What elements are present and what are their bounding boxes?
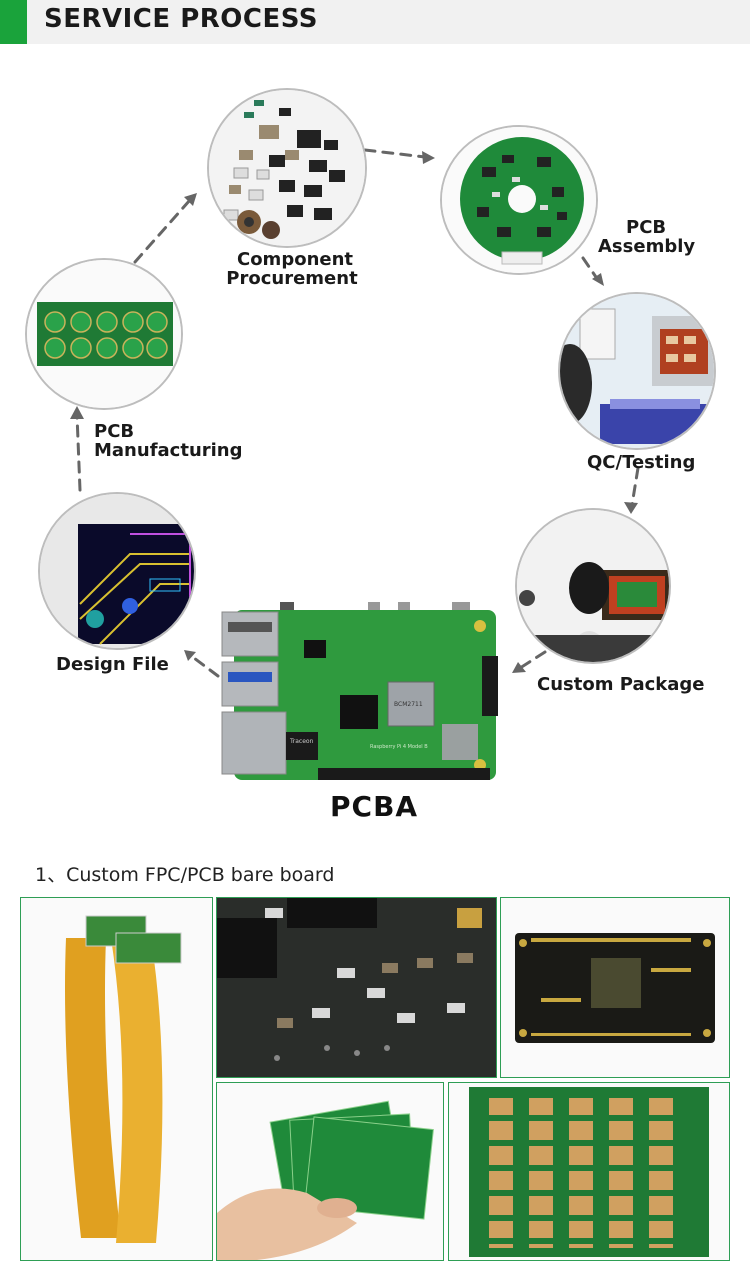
section-1-title: 1、Custom FPC/PCB bare board [35,864,335,886]
photo-black-pcb-closeup [216,897,497,1078]
arrowhead-manufacturing [70,406,84,419]
qc-testing-image [558,292,716,450]
process-arrows [70,148,640,678]
arrowhead-package [624,502,638,514]
arrowhead-pcba [512,662,526,673]
label-qc-testing: QC/Testing [587,452,696,473]
arrow-procurement-to-assembly [363,148,427,159]
custom-package-image [515,508,671,664]
arrowhead-design [184,650,196,661]
arrow-manufacturing-to-procurement [133,198,192,264]
label-pcb-assembly: PCB Assembly [598,217,696,257]
label-custom-package: Custom Package [537,674,705,695]
arrow-qc-to-package [630,466,640,507]
arrowhead-procurement [184,193,197,206]
board-model-text: Raspberry Pi 4 Model B [370,744,428,750]
arrow-assembly-to-qc [581,256,600,282]
arrow-design-to-manufacturing [75,413,82,492]
header-accent-bar [0,0,27,44]
photo-black-gold-pcb [500,897,730,1078]
component-procurement-image [207,88,367,248]
label-design-file: Design File [56,654,169,675]
pcb-manufacturing-image [25,258,183,410]
arrowhead-qc [592,273,604,286]
design-file-image [38,492,196,650]
arrow-package-to-pcba [518,650,547,670]
header-title: SERVICE PROCESS [44,4,318,34]
photo-green-panel-pcb [448,1082,730,1261]
label-component-procurement: Component Procurement [226,249,358,289]
soc-chip-text: BCM2711 [394,701,423,708]
section-header: SERVICE PROCESS [0,0,750,44]
arrowhead-assembly [422,151,435,164]
pcba-board-image: Traceon BCM2711 Raspberry Pi 4 Model B [220,600,502,785]
hdmi-chip-text: Traceon [289,738,314,745]
photo-fpc-flex-boards [20,897,213,1261]
arrow-pcba-to-design [188,653,220,678]
photo-hand-holding-pcbs [216,1082,444,1261]
pcba-label: PCBA [330,790,419,823]
label-pcb-manufacturing: PCB Manufacturing [94,421,243,461]
pcb-assembly-image [440,125,598,275]
